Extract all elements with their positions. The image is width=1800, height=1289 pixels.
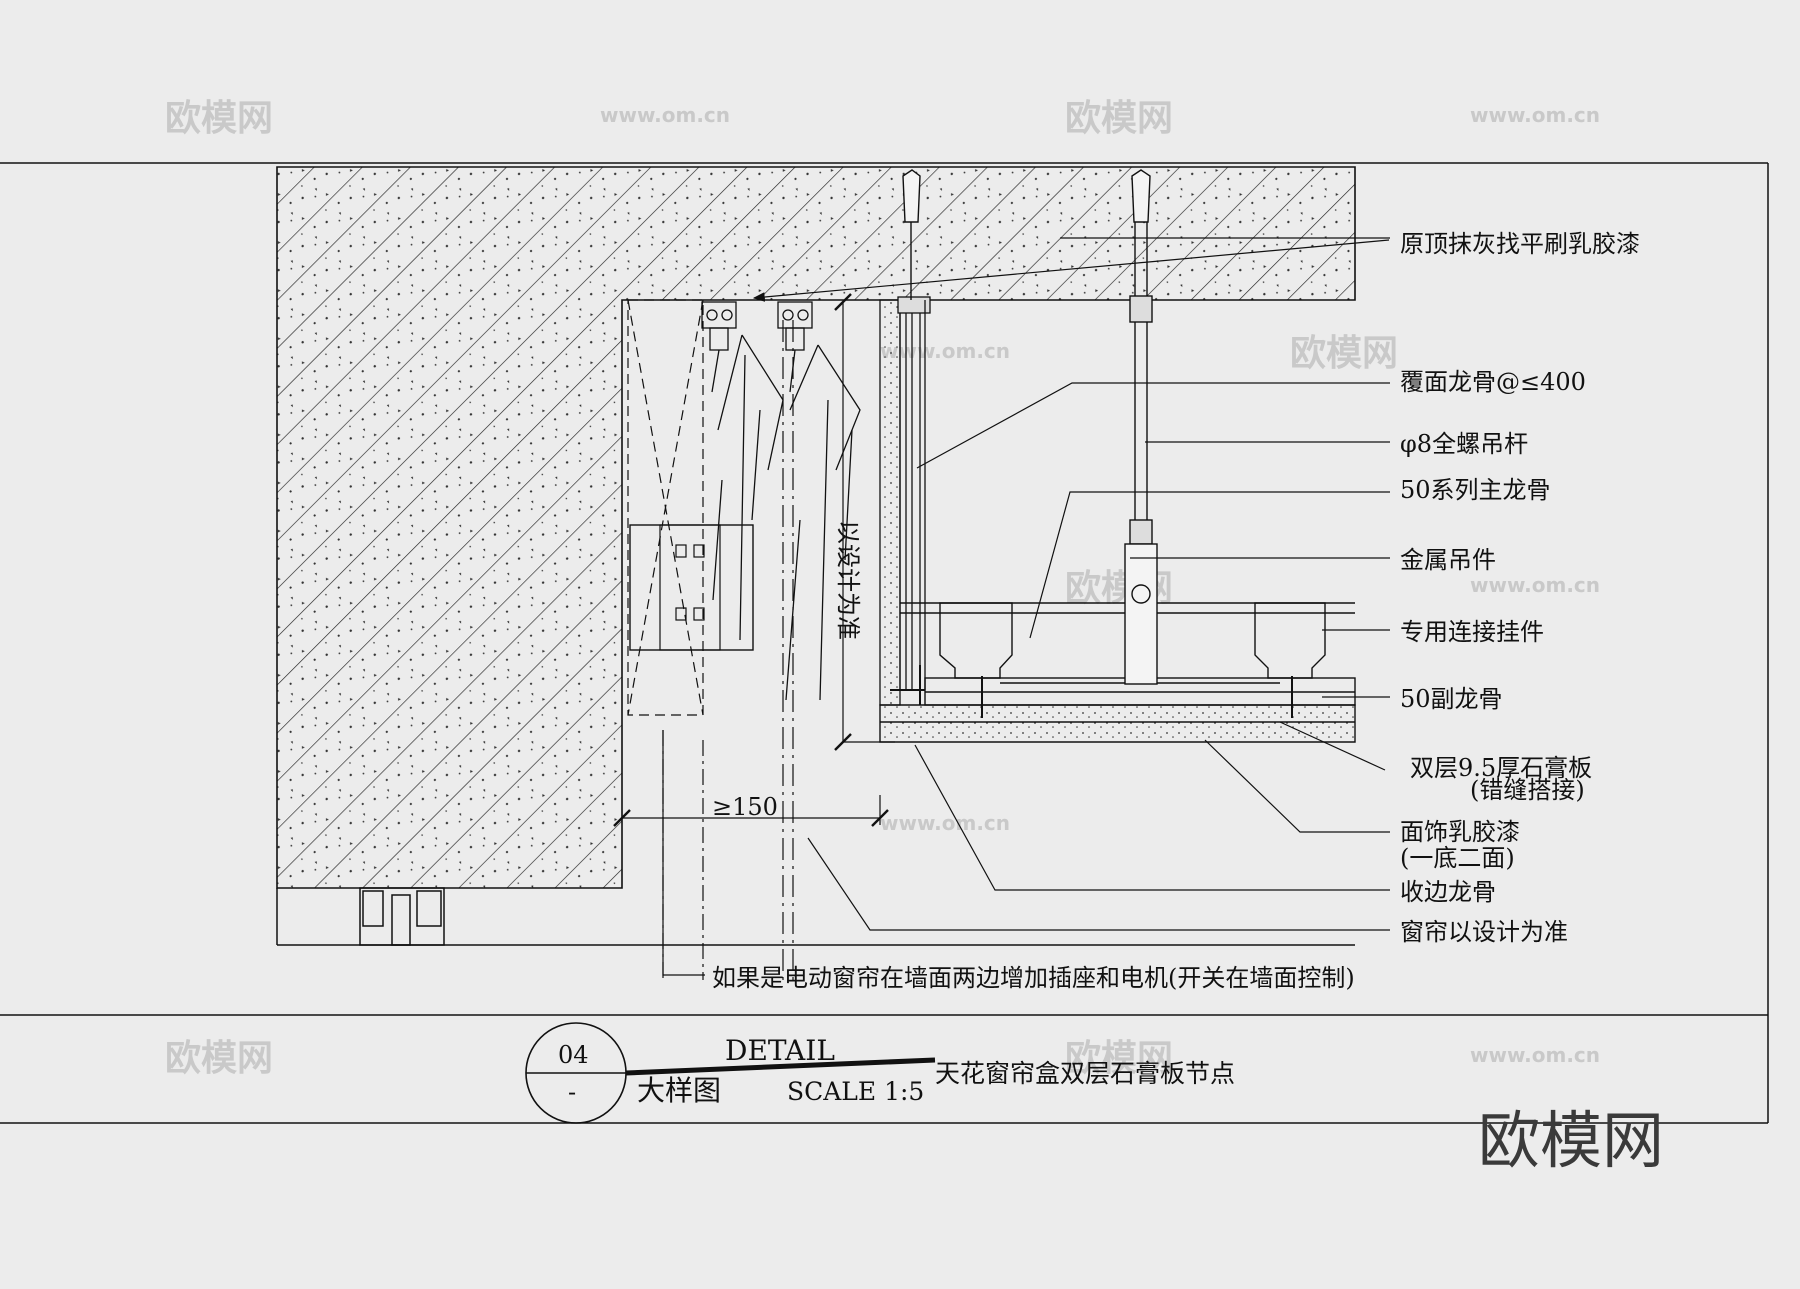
label-cover-keel: 覆面龙骨@≤400: [1400, 368, 1586, 396]
label-main-keel: 50系列主龙骨: [1400, 476, 1551, 504]
detail-name: 天花窗帘盒双层石膏板节点: [935, 1059, 1235, 1088]
detail-scale: SCALE 1:5: [787, 1077, 924, 1106]
logo-watermark: 欧模网: [1478, 1104, 1664, 1177]
watermark-url: www.om.cn: [600, 103, 730, 127]
label-hanger-rod: φ8全螺吊杆: [1400, 430, 1528, 458]
label-gypsum-board: 双层9.5厚石膏板: [1410, 754, 1592, 782]
watermark-text: 欧模网: [165, 1038, 273, 1079]
window-frame: [276, 887, 1355, 946]
label-paint: 面饰乳胶漆: [1400, 818, 1520, 846]
annotation-labels: 原顶抹灰找平刷乳胶漆 覆面龙骨@≤400 φ8全螺吊杆 50系列主龙骨 金属吊件…: [712, 230, 1640, 992]
screws: [890, 665, 1293, 718]
curtain-fabric: [712, 334, 861, 701]
watermark-text: 欧模网: [165, 98, 273, 139]
label-gypsum-board-note: (错缝搭接): [1470, 776, 1585, 804]
curtain-pocket: [627, 299, 794, 980]
watermark-url: www.om.cn: [880, 339, 1010, 363]
concrete-slab-and-wall: [276, 166, 1356, 889]
label-connector: 专用连接挂件: [1400, 618, 1544, 646]
label-electric-curtain-note: 如果是电动窗帘在墙面两边增加插座和电机(开关在墙面控制): [712, 964, 1355, 992]
watermark-text: 欧模网: [1290, 333, 1398, 374]
label-secondary-keel: 50副龙骨: [1400, 685, 1503, 713]
watermark-text: 欧模网: [1065, 98, 1173, 139]
label-vertical-note: 以设计为准: [834, 520, 862, 640]
leader-lines: [662, 237, 1390, 976]
watermark-url: www.om.cn: [1470, 573, 1600, 597]
watermark-text: 欧模网: [1065, 1038, 1173, 1079]
watermark-url: www.om.cn: [1470, 1043, 1600, 1067]
title-underline: [625, 1057, 936, 1076]
curtain-tracks: [701, 301, 813, 393]
label-paint-note: (一底二面): [1400, 844, 1515, 872]
width-dimension: [613, 795, 889, 827]
detail-title-cn: 大样图: [637, 1074, 721, 1107]
hanger-rods: [902, 169, 1158, 685]
label-min-width: ≥150: [712, 793, 778, 821]
label-edge-keel: 收边龙骨: [1400, 878, 1496, 906]
detail-number: 04: [558, 1041, 589, 1069]
drawing-frame: [0, 162, 1769, 1124]
detail-sub: -: [568, 1078, 576, 1106]
watermark-url: www.om.cn: [880, 811, 1010, 835]
curtain-height-dimension: [834, 293, 895, 751]
label-ceiling-plaster: 原顶抹灰找平刷乳胶漆: [1400, 230, 1640, 258]
watermark-url: www.om.cn: [1470, 103, 1600, 127]
title-block: 04 - DETAIL 大样图 SCALE 1:5 天花窗帘盒双层石膏板节点: [525, 1022, 1235, 1124]
watermark-layer: 欧模网 www.om.cn 欧模网 www.om.cn 欧模网 www.om.c…: [165, 98, 1600, 1079]
detail-title: DETAIL: [725, 1034, 835, 1067]
label-curtain: 窗帘以设计为准: [1400, 918, 1568, 946]
label-metal-hanger: 金属吊件: [1400, 546, 1496, 574]
